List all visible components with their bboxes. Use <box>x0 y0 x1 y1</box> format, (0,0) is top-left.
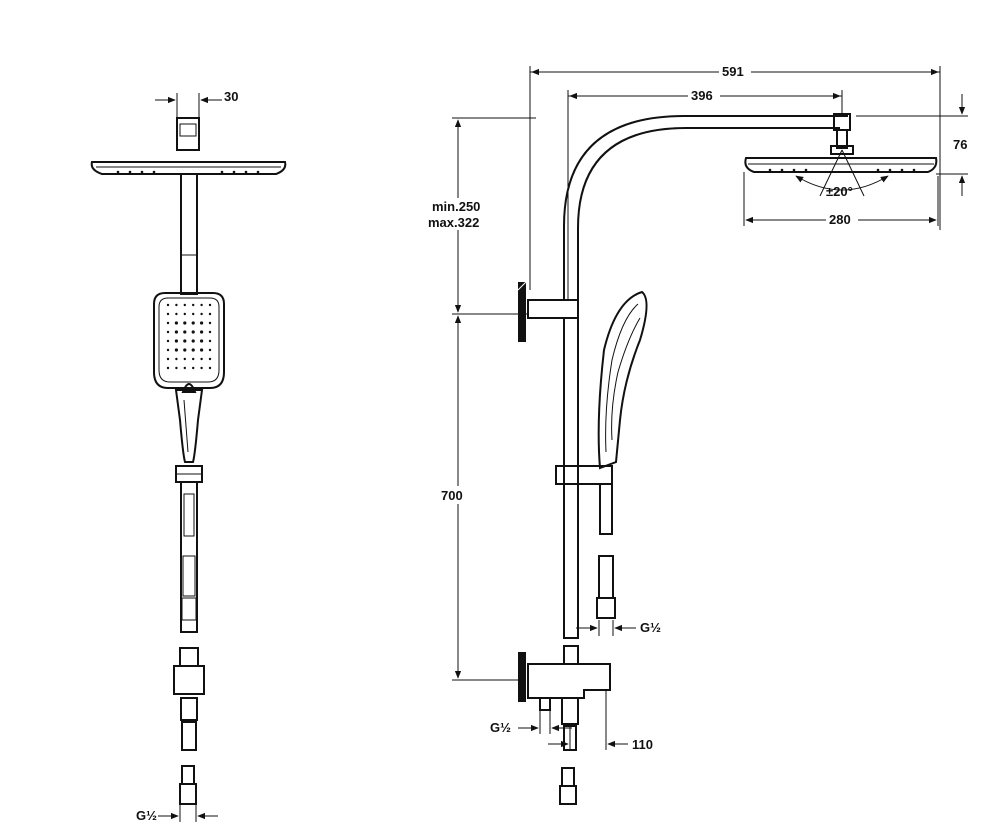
dim-head-width: 280 <box>829 212 851 227</box>
front-view: 30 <box>90 89 287 823</box>
side-view: 591 396 76 ±20° <box>420 62 968 805</box>
dim-arm-reach: 396 <box>691 88 713 103</box>
shower-arm <box>563 115 848 300</box>
dim-min: min.250 <box>432 199 480 214</box>
dim-bar-height: 700 <box>441 488 463 503</box>
dim-thread-hose: G½ <box>640 620 661 635</box>
dim-max: max.322 <box>428 215 479 230</box>
overhead-shower-side <box>744 157 938 173</box>
diverter-valve <box>527 663 611 699</box>
hand-shower-front <box>153 292 225 389</box>
dim-inlet-offset: 110 <box>632 737 653 752</box>
dim-thread-inlet: G½ <box>490 720 511 735</box>
dim-angle: ±20° <box>826 184 853 199</box>
dim-total-reach: 591 <box>722 64 744 79</box>
hand-shower-side <box>597 290 648 470</box>
dim-front-width: 30 <box>224 89 238 104</box>
slide-rail <box>563 317 579 639</box>
dim-head-height: 76 <box>953 137 967 152</box>
overhead-shower-front <box>90 161 287 175</box>
dim-thread-front: G½ <box>136 808 157 823</box>
